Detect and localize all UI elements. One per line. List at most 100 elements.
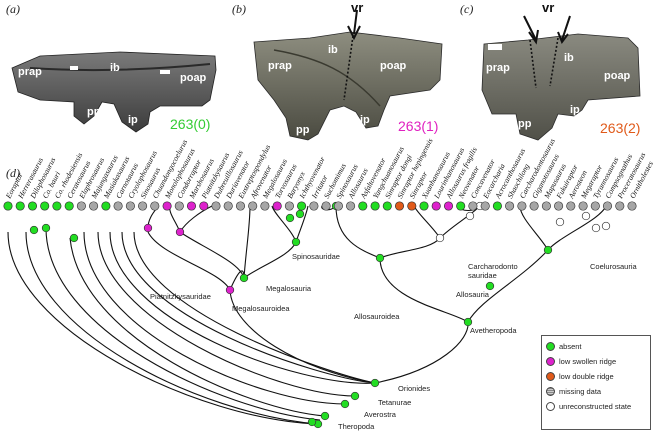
legend-item-absent: absent [546, 339, 646, 354]
clade-node-9 [435, 233, 445, 243]
bone-photo-b [253, 10, 443, 141]
clade-label-theropoda: Theropoda [338, 422, 375, 431]
state-code-b: 263(1) [398, 118, 439, 134]
clade-node-25 [41, 223, 51, 233]
clade-label-megalosauroidea: Megalosauroidea [232, 304, 290, 313]
arrow-label-vr-c: vr [542, 0, 555, 15]
taxon-tip-markers [3, 201, 637, 211]
clade-node-27 [555, 217, 565, 227]
clade-node-18 [370, 378, 380, 388]
clade-node-8 [375, 253, 385, 263]
clade-node-11 [465, 211, 475, 221]
taxon-tip-16 [199, 201, 209, 211]
taxon-tip-32 [394, 201, 405, 211]
legend-item-double: low double ridge [546, 369, 646, 384]
clade-node-14 [543, 245, 553, 255]
legend-label-swollen: low swollen ridge [559, 357, 617, 366]
taxon-tip-24 [297, 201, 307, 211]
taxon-tip-13 [162, 201, 172, 211]
legend-item-unreconstructed: unreconstructed state [546, 399, 646, 414]
cladogram-branches [7, 205, 607, 425]
clade-node-17 [601, 221, 611, 231]
clade-label-orionides: Orionides [398, 384, 431, 393]
taxon-tip-0 [3, 201, 13, 211]
clade-node-19 [350, 391, 360, 401]
clade-node-3 [225, 285, 235, 295]
bone-label-poap-c: poap [604, 70, 631, 82]
clade-node-markers [29, 201, 611, 429]
clade-node-23 [307, 417, 317, 427]
legend-swatch-absent [546, 342, 555, 351]
bone-label-pp-c: pp [518, 118, 532, 130]
taxon-tip-5 [64, 201, 74, 211]
clade-node-20 [340, 399, 350, 409]
clade-node-13 [463, 317, 473, 327]
taxon-tip-35 [431, 201, 441, 211]
taxon-tip-34 [419, 201, 429, 211]
bone-label-pp-a: pp [87, 106, 101, 118]
clade-label-allosauroidea: Allosauroidea [354, 312, 400, 321]
bone-label-poap-a: poap [180, 72, 207, 84]
arrow-label-vr-b: vr [351, 0, 364, 15]
legend-swatch-double [546, 372, 555, 381]
legend: absent low swollen ridge low double ridg… [541, 335, 651, 430]
clade-node-12 [485, 281, 495, 291]
taxon-tip-37 [456, 201, 466, 211]
legend-swatch-swollen [546, 357, 555, 366]
taxon-tip-40 [492, 201, 502, 211]
clade-node-24 [69, 233, 79, 243]
clade-node-4 [291, 237, 301, 247]
legend-item-missing: missing data [546, 384, 646, 399]
legend-label-double: low double ridge [559, 372, 614, 381]
bone-label-prap-b: prap [268, 60, 292, 72]
clade-label-coelurosauria: Coelurosauria [590, 262, 637, 271]
clade-node-5 [285, 213, 295, 223]
state-code-a: 263(0) [170, 116, 211, 132]
clade-label-piatnitzkysauridae: Piatnitzkysauridae [150, 292, 211, 301]
panel-label-c: (c) [460, 2, 474, 16]
taxon-tip-4 [52, 201, 62, 211]
taxon-tip-36 [443, 201, 454, 211]
bone-label-ib-c: ib [564, 52, 574, 64]
panel-label-a: (a) [6, 2, 20, 16]
taxon-tip-3 [40, 201, 50, 211]
taxon-tip-15 [186, 201, 197, 211]
clade-node-6 [295, 209, 305, 219]
clade-node-1 [175, 227, 185, 237]
clade-node-16 [581, 211, 591, 221]
clade-label-carcharodontosauridae: Carcharodonto sauridae [468, 262, 518, 280]
taxon-tip-22 [272, 201, 282, 211]
clade-label-avetheropoda: Avetheropoda [470, 326, 517, 335]
clade-node-15 [591, 223, 601, 233]
legend-label-absent: absent [559, 342, 582, 351]
legend-label-unreconstructed: unreconstructed state [559, 402, 632, 411]
panel-label-b: (b) [232, 2, 246, 16]
clade-label-allosauria: Allosauria [456, 290, 489, 299]
legend-label-missing: missing data [559, 387, 602, 396]
taxon-tip-1 [15, 201, 25, 211]
taxon-tip-31 [382, 201, 392, 211]
clade-node-2 [239, 273, 249, 283]
bone-label-ib-b: ib [328, 44, 338, 56]
taxon-tip-8 [101, 201, 111, 211]
clade-label-megalosauria: Megalosauria [266, 284, 312, 293]
bone-photo-c [481, 15, 641, 141]
legend-item-swollen: low swollen ridge [546, 354, 646, 369]
clade-node-26 [29, 225, 39, 235]
bone-label-pp-b: pp [296, 124, 310, 136]
bone-label-poap-b: poap [380, 60, 407, 72]
bone-label-ib-a: ib [110, 62, 120, 74]
bone-label-prap-a: prap [18, 66, 42, 78]
clade-label-spinosauridae: Spinosauridae [292, 252, 340, 261]
clade-node-21 [320, 411, 330, 421]
taxon-tip-2 [27, 201, 38, 211]
bone-label-ip-c: ip [570, 104, 580, 116]
bone-label-ip-b: ip [360, 114, 370, 126]
bone-label-prap-c: prap [486, 62, 510, 74]
state-code-c: 263(2) [600, 120, 641, 136]
taxon-tip-33 [407, 201, 417, 211]
panel-label-d: (d) [6, 166, 20, 180]
bone-label-ip-a: ip [128, 114, 138, 126]
bone-photo-a [11, 51, 217, 133]
taxon-tip-30 [370, 201, 380, 211]
